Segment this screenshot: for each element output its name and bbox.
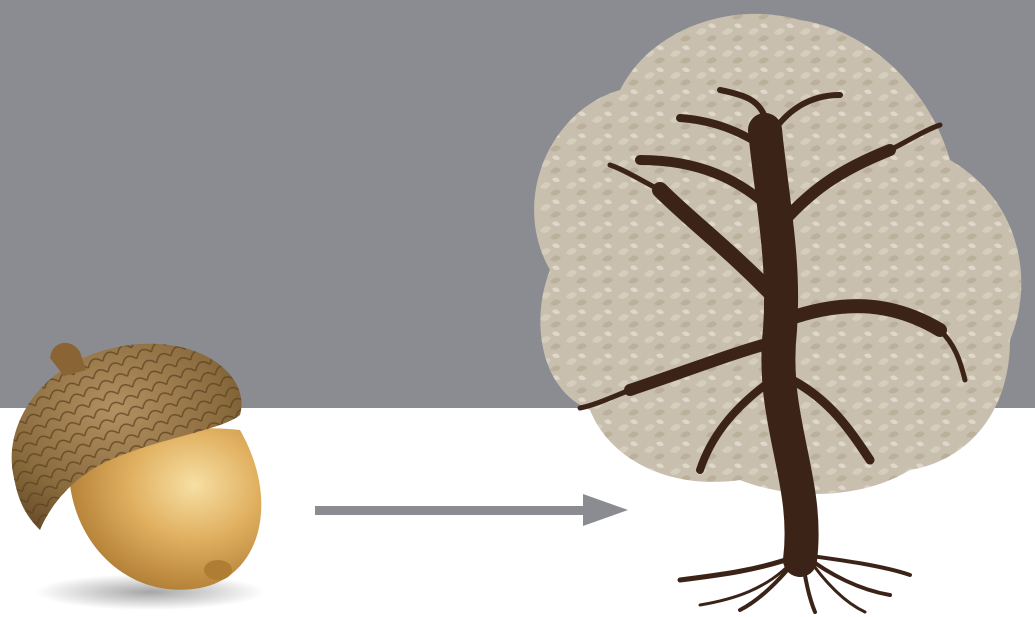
tree-roots [680, 555, 910, 612]
oak-tree-icon [510, 0, 1035, 617]
acorn-icon [0, 330, 300, 617]
